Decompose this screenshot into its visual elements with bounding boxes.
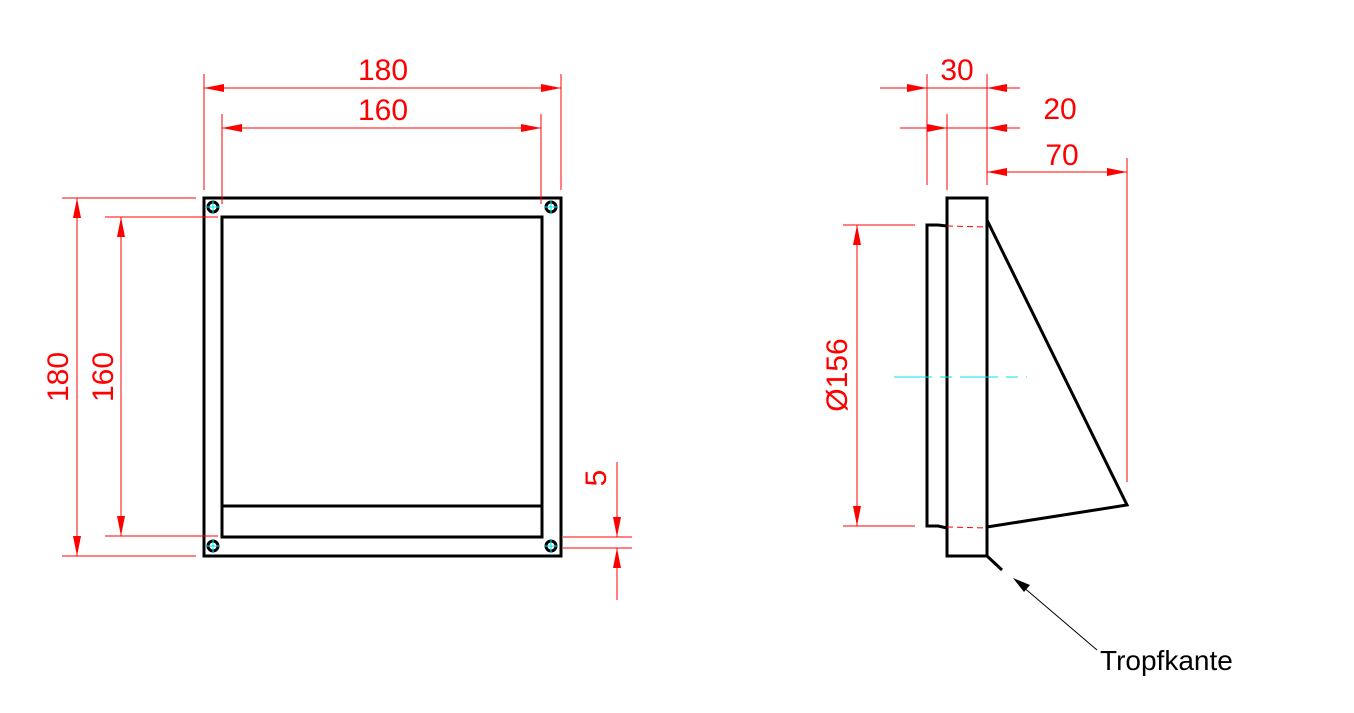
dimension-inner-height: 160 bbox=[87, 216, 218, 537]
inner-opening bbox=[220, 215, 544, 539]
drip-edge-callout: Tropfkante bbox=[1013, 578, 1233, 676]
svg-text:180: 180 bbox=[42, 352, 75, 402]
svg-text:5: 5 bbox=[580, 470, 613, 487]
svg-text:180: 180 bbox=[358, 54, 408, 87]
dimension-drip-gap: 5 bbox=[563, 462, 632, 600]
pipe-collar bbox=[925, 223, 948, 530]
outer-frame bbox=[202, 196, 563, 558]
dimension-outer-height: 180 bbox=[42, 197, 196, 557]
svg-text:Ø156: Ø156 bbox=[821, 338, 854, 411]
svg-text:Tropfkante: Tropfkante bbox=[1100, 645, 1233, 676]
hood bbox=[985, 219, 1130, 529]
hidden-line bbox=[946, 526, 988, 529]
front-view: 180 160 180 160 5 bbox=[42, 54, 632, 600]
hidden-line bbox=[946, 225, 988, 228]
dimension-diameter: Ø156 bbox=[821, 224, 915, 527]
side-view: 30 20 70 Ø156 Tropfkante bbox=[821, 54, 1233, 676]
drip-edge bbox=[985, 554, 1004, 572]
dimension-hood-depth: 70 bbox=[987, 139, 1128, 482]
svg-text:160: 160 bbox=[87, 352, 120, 402]
arrow-icon bbox=[1013, 578, 1030, 592]
svg-text:30: 30 bbox=[940, 54, 973, 87]
dimension-collar-depth: 30 bbox=[880, 54, 1020, 185]
dimension-outer-width: 180 bbox=[203, 54, 562, 190]
dimension-inner-width: 160 bbox=[221, 94, 542, 204]
screw-hole-icon bbox=[544, 539, 558, 553]
svg-text:70: 70 bbox=[1045, 139, 1078, 172]
screw-hole-icon bbox=[206, 200, 220, 214]
screw-hole-icon bbox=[544, 200, 558, 214]
svg-text:160: 160 bbox=[358, 94, 408, 127]
screw-hole-icon bbox=[206, 539, 220, 553]
svg-text:20: 20 bbox=[1043, 93, 1076, 126]
dimension-plate-thickness: 20 bbox=[900, 93, 1077, 190]
